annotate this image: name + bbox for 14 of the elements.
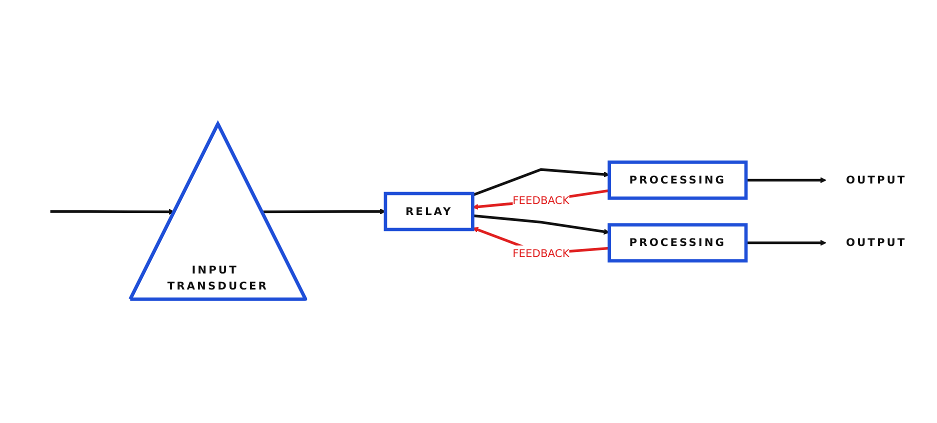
node-box: PROCESSING [608,223,748,262]
arrow [746,240,826,246]
arrow [472,168,610,196]
node-box: PROCESSING [608,160,748,200]
node-text: OUTPUT [846,174,907,186]
edge-label: FEEDBACK [512,194,570,207]
arrow [262,208,386,214]
node-text: OUTPUT [846,236,907,249]
arrow [50,208,175,215]
edge-label: FEEDBACK [512,246,570,260]
arrow [472,189,610,210]
node-box: RELAY [384,192,474,232]
arrow [472,214,610,235]
arrow [746,177,826,184]
